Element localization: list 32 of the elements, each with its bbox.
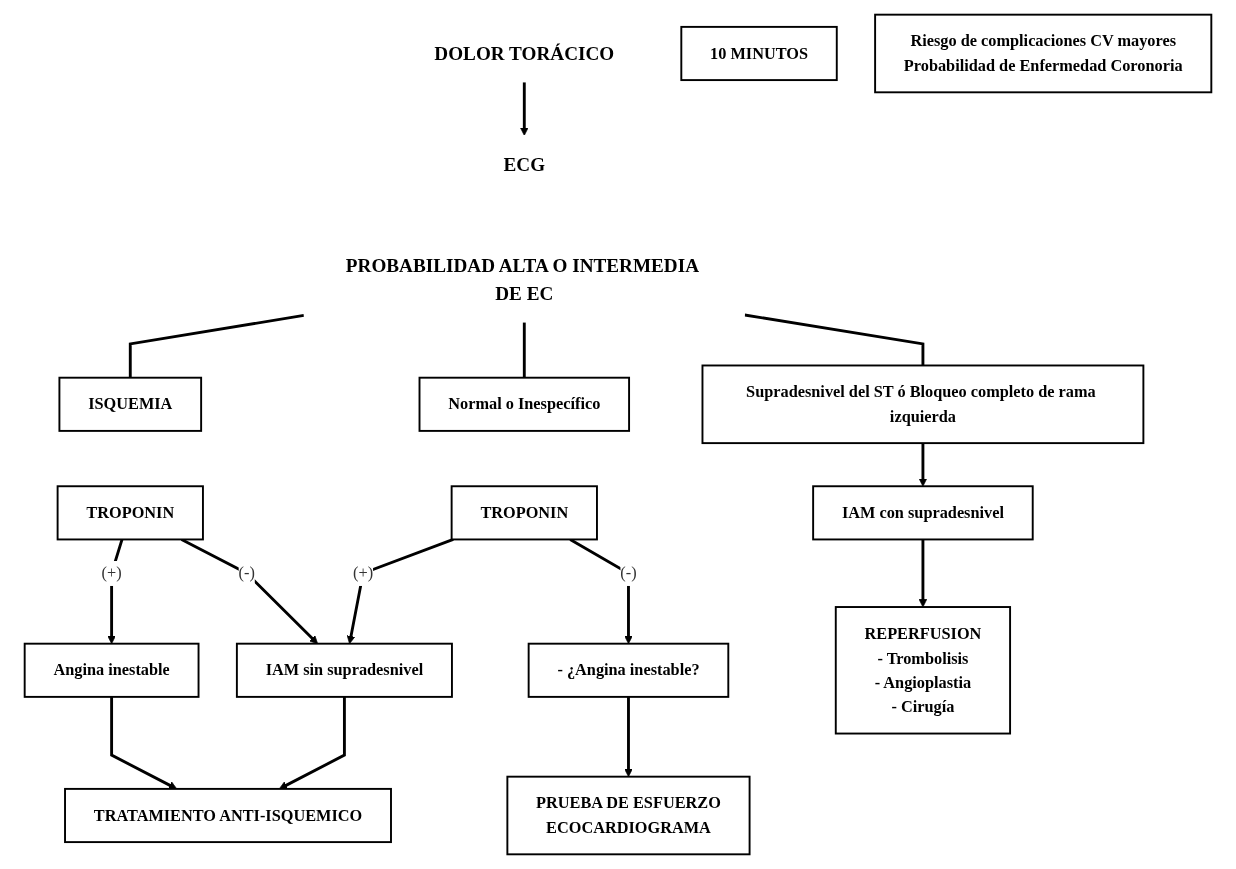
node-box: TROPONIN: [450, 485, 598, 541]
node-box: ISQUEMIA: [58, 376, 203, 432]
node-box: Angina inestable: [23, 642, 200, 698]
edge-label: (+): [353, 563, 374, 583]
node-box: REPERFUSION - Trombolisis - Angioplastia - Cirugía: [834, 606, 1012, 735]
edge-label: (-): [238, 563, 255, 583]
arrow: [918, 539, 928, 608]
arrow: [346, 538, 454, 645]
connector: [128, 314, 305, 378]
node-box: Riesgo de complicaciones CV mayores Probabilidad de Enfermedad Coronoria: [874, 13, 1213, 94]
connector: [744, 313, 925, 366]
node-text: PROBABILIDAD ALTA O INTERMEDIA DE EC: [345, 254, 698, 305]
node-text: DOLOR TORÁCICO: [434, 42, 615, 65]
node-box: PRUEBA DE ESFUERZO ECOCARDIOGRAMA: [506, 775, 751, 856]
node-box: TRATAMIENTO ANTI-ISQUEMICO: [64, 787, 392, 844]
node-box: TROPONIN: [56, 485, 204, 541]
arrow: [110, 696, 178, 790]
arrow: [180, 538, 318, 645]
node-box: Supradesnivel del ST ó Bloqueo completo de rama izquierda: [701, 364, 1145, 445]
node-box: IAM sin supradesnivel: [235, 642, 453, 698]
node-box: 10 MINUTOS: [680, 25, 838, 82]
edge-label: (-): [620, 563, 637, 583]
arrow: [278, 696, 346, 790]
arrow: [624, 696, 633, 778]
node-box: - ¿Angina inestable?: [527, 642, 730, 698]
edge-label: (+): [101, 563, 122, 583]
node-text: ECG: [503, 153, 546, 175]
node-box: IAM con supradesnivel: [812, 485, 1034, 541]
arrow: [918, 443, 928, 487]
connector: [522, 322, 526, 378]
node-box: Normal o Inespecífico: [418, 376, 631, 432]
arrow: [520, 82, 529, 136]
